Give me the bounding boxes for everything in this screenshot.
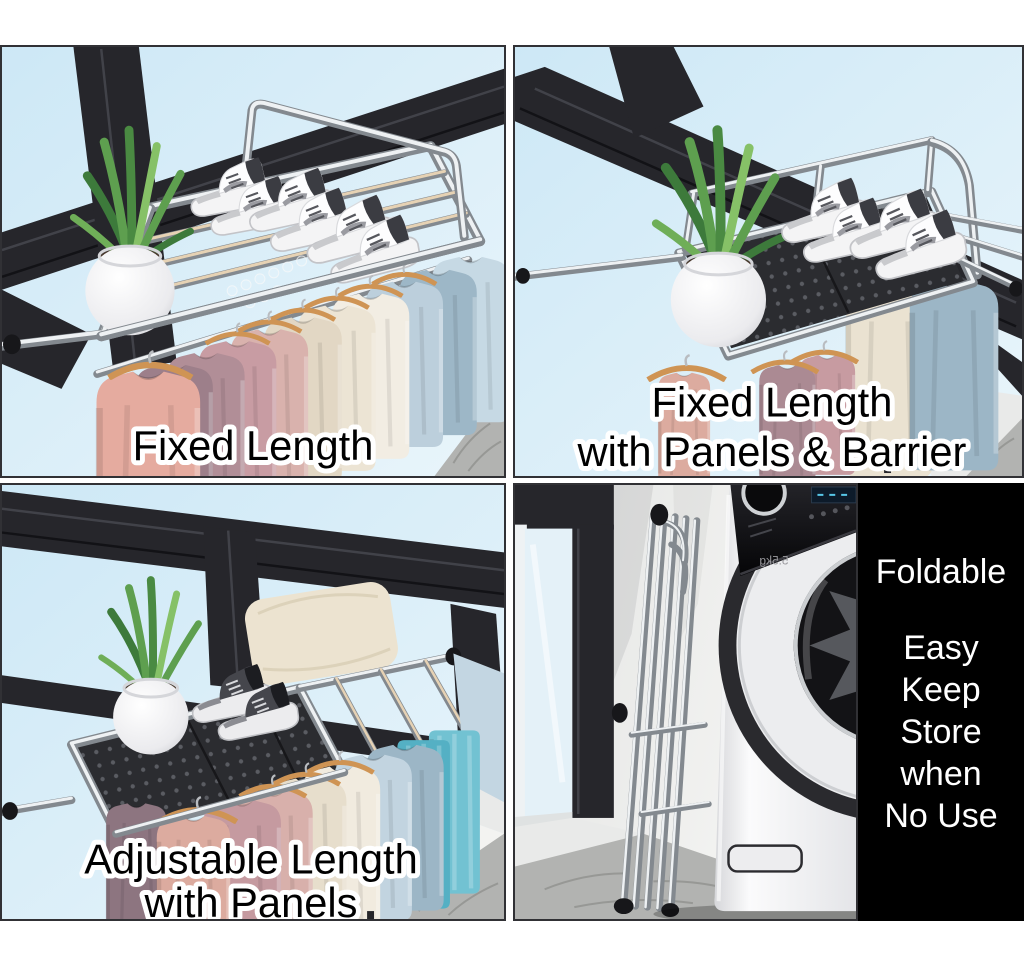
caption-outline: Fixed Length: [652, 379, 893, 426]
potted-plant: [651, 125, 787, 348]
hanging-clothes-right: [846, 282, 998, 476]
rod-end-cap-left: [2, 802, 18, 820]
window: [515, 485, 614, 835]
caption-text: with Panels & Barrier: [577, 428, 967, 475]
caption-outline: with Panels & Barrier: [577, 428, 967, 475]
caption-outline: with Panels: [144, 879, 358, 919]
caption-outline: Adjustable Length: [84, 835, 417, 882]
hanging-clothes: [106, 653, 504, 919]
panel-foldable: 5.5kg: [513, 483, 858, 921]
potted-plant: [98, 576, 202, 755]
caption-adjustable: Adjustable Length Adjustable Length with…: [79, 830, 422, 919]
wall-shadow: [608, 485, 654, 694]
feature-text-sidebar: Foldable Easy Keep Store when No Use: [858, 483, 1024, 921]
washer-control-panel: 5.5kg: [730, 485, 856, 577]
caption-text: Fixed Length: [133, 422, 374, 469]
panel-adjustable-length: Adjustable Length Adjustable Length with…: [0, 483, 506, 921]
panel-fixed-length: Fixed Length Fixed Length: [0, 45, 506, 478]
rack-cap-foot: [613, 898, 634, 915]
sidebar-line-easy: Easy: [903, 629, 979, 667]
washer-knob: [741, 485, 787, 516]
rack-cap-foot2: [661, 903, 680, 918]
caption-text: Adjustable Length: [84, 835, 417, 882]
scene-panels-barrier: Fixed Length Fixed Length with Panels & …: [515, 47, 1022, 476]
sidebar-line-when: when: [900, 755, 982, 793]
scene-fixed-length: Fixed Length Fixed Length: [2, 47, 504, 476]
panel-fixed-length-panels-barrier: Fixed Length Fixed Length with Panels & …: [513, 45, 1024, 478]
washing-machine: 5.5kg: [653, 485, 856, 919]
sidebar-line-store: Store: [900, 713, 982, 751]
rack-cap-mid: [611, 702, 628, 723]
rod-end-cap: [1009, 280, 1022, 297]
pillow: [244, 581, 398, 686]
sidebar-line-foldable: Foldable: [875, 553, 1007, 591]
washer-capacity-label: 5.5kg: [759, 553, 788, 567]
caption-fixed-length: Fixed Length Fixed Length: [128, 417, 379, 474]
scene-foldable: 5.5kg: [515, 485, 856, 919]
rod-end-cap: [2, 334, 21, 355]
caption-text: with Panels: [144, 879, 358, 919]
rack-cap-top: [650, 503, 669, 526]
rack-front-rail: [96, 236, 486, 342]
washer-hatch: [727, 844, 803, 873]
rack-front-rail: [112, 768, 349, 838]
rod-end-cap-left: [515, 267, 530, 284]
sidebar-line-keep: Keep: [901, 671, 981, 709]
sidebar-line-no-use: No Use: [884, 797, 998, 835]
scene-adjustable: Adjustable Length Adjustable Length with…: [2, 485, 504, 919]
washer-drum: [809, 591, 856, 701]
sidebar-spacer: [858, 593, 1024, 627]
caption-panels-barrier: Fixed Length Fixed Length with Panels & …: [572, 374, 972, 476]
folded-drying-rack: [611, 503, 712, 918]
caption-outline: Fixed Length: [133, 422, 374, 469]
potted-plant: [69, 125, 194, 336]
caption-text: Fixed Length: [652, 379, 893, 426]
